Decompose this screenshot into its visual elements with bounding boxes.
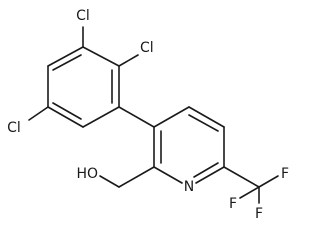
phenyl-bond-c3-c4-inner — [52, 102, 82, 120]
phenyl-bond-c6-c1 — [82, 46, 120, 67]
structure-canvas: Cl Cl Cl N HO F F F — [7, 8, 290, 222]
chlorine-label-upper-right: Cl — [140, 40, 154, 56]
bond-to-cl-upper-right — [118, 54, 139, 67]
pyridine-bond-n1-c2 — [153, 166, 183, 184]
fluorine-label-left: F — [229, 196, 237, 212]
pyridine-bond-c3-c4 — [153, 106, 190, 128]
hydroxyl-label: HO — [76, 166, 98, 182]
chemical-structure-drawing: Cl Cl Cl N HO F F F — [7, 8, 289, 222]
pyridine-bond-c6-n1-inner — [193, 162, 219, 178]
fluorine-label-right: F — [281, 166, 289, 182]
bond-c6-cf3 — [223, 166, 260, 188]
phenyl-bond-c3-c4 — [47, 106, 84, 128]
fluorine-label-bottom: F — [255, 206, 263, 222]
bond-cf3-f-right — [258, 175, 279, 188]
bond-ch2-oh — [99, 175, 120, 188]
bond-to-cl-left — [28, 106, 49, 121]
pyridine-bond-c4-c5 — [188, 106, 225, 128]
pyridine-bond-c6-n1 — [195, 166, 225, 184]
phenyl-bond-c1-c2 — [47, 46, 84, 67]
phenyl-bond-c1-c2-inner — [52, 54, 82, 71]
bond-c2-ch2 — [118, 166, 155, 188]
phenyl-bond-c4-c5 — [82, 106, 120, 128]
pyridine-bond-c4-c5-inner — [188, 114, 219, 132]
nitrogen-label: N — [184, 179, 194, 195]
bond-cf3-f-left — [239, 186, 260, 199]
biaryl-bond — [118, 106, 155, 128]
chlorine-label-top: Cl — [76, 8, 90, 24]
chlorine-label-left: Cl — [7, 120, 21, 136]
